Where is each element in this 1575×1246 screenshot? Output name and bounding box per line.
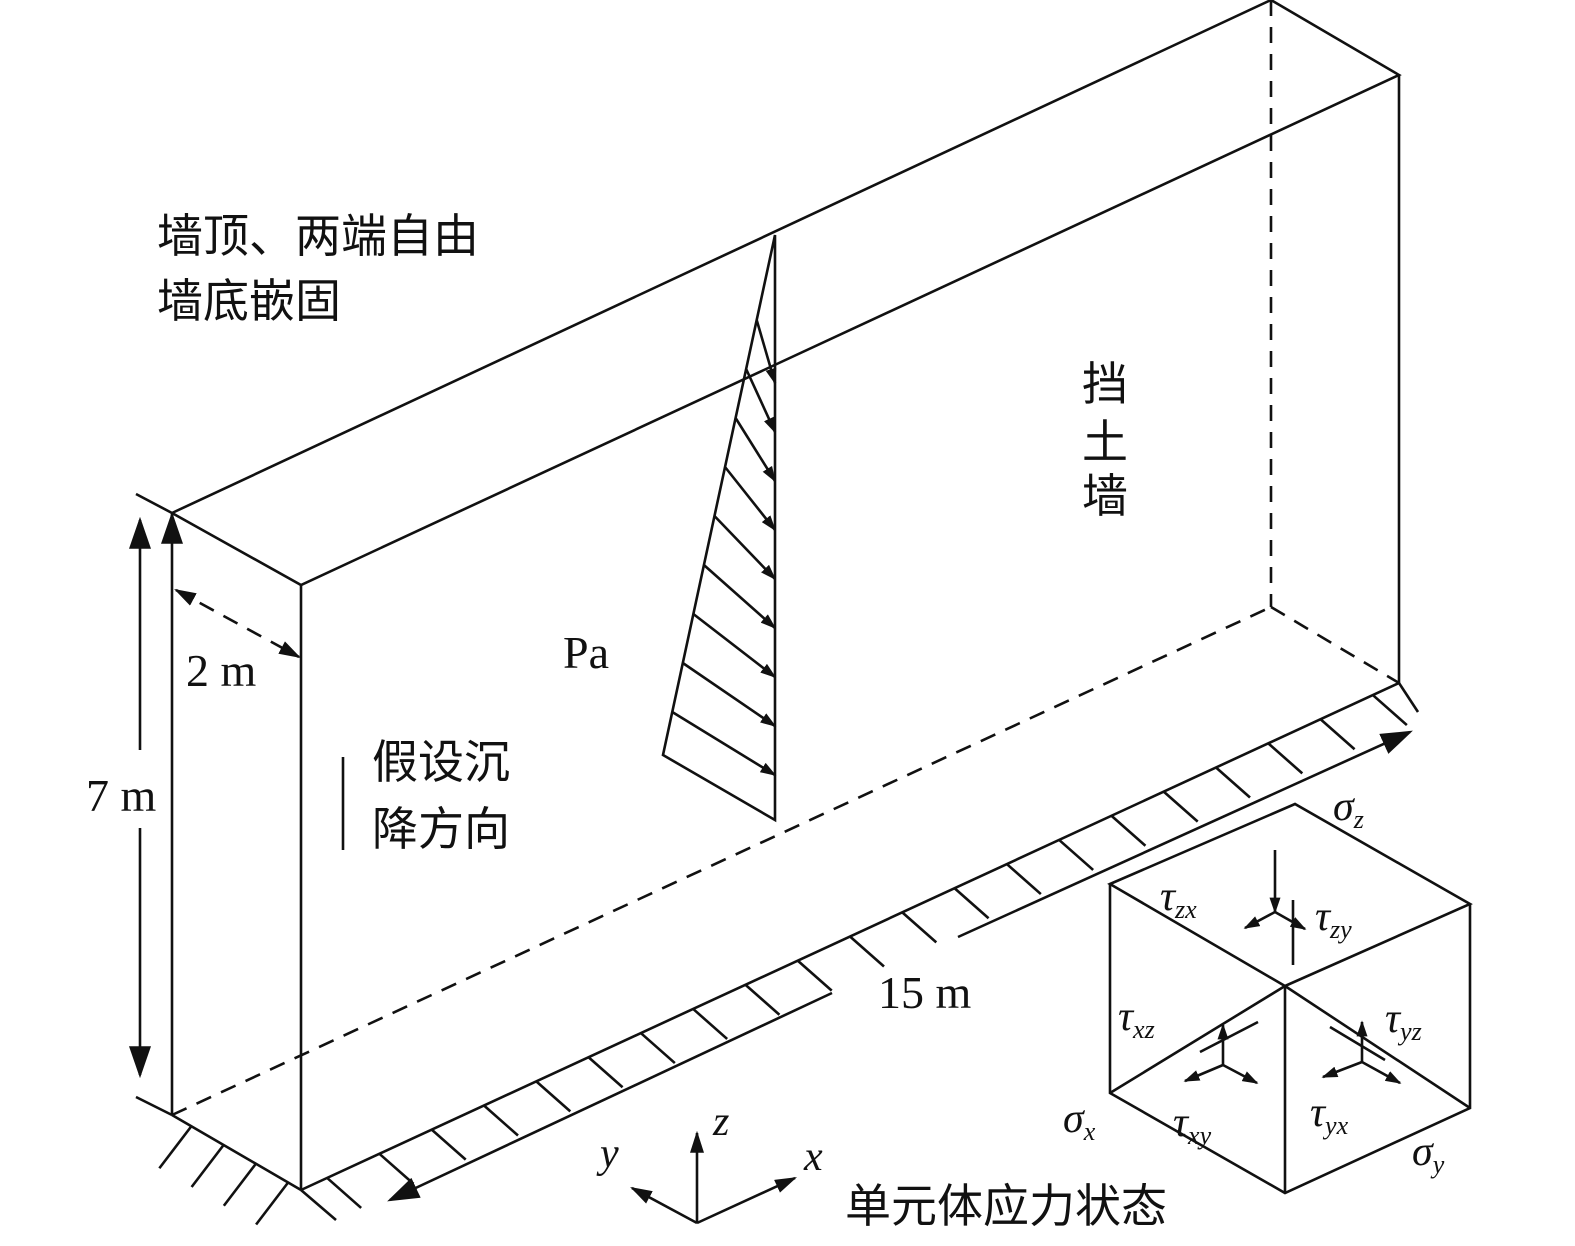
hatch-mark [901, 911, 938, 944]
pressure-arrow [755, 319, 777, 385]
hatch-mark [378, 1152, 415, 1185]
hatch-mark [1162, 790, 1199, 823]
boundary-condition-line2: 墙底嵌固 [157, 274, 341, 328]
hatch-mark [796, 959, 833, 992]
thickness-label: 2 m [186, 645, 257, 696]
sigma-x-label: σx [1063, 1096, 1096, 1146]
fixed-base-hatching [158, 694, 1408, 1226]
thickness-dimension [174, 588, 301, 659]
stress-element-cube [1107, 802, 1473, 1195]
hatch-mark [255, 1181, 290, 1226]
pressure-arrow [671, 710, 777, 777]
pressure-arrow [744, 368, 777, 434]
length-dimension-left [387, 991, 833, 1202]
tau-yz-label: τyz [1385, 996, 1422, 1046]
pressure-arrow [692, 612, 777, 679]
settlement-label-line1: 假设沉 [372, 735, 510, 789]
hatch-mark [326, 1176, 363, 1209]
hatch-mark [1215, 766, 1251, 799]
hatch-mark [158, 1125, 193, 1170]
wall-bottom-left-edge [171, 1113, 302, 1192]
sigma-y-label: σy [1412, 1129, 1445, 1179]
hatch-mark [1371, 694, 1408, 727]
pressure-arrow [703, 564, 777, 630]
x-axis-arrow [696, 1176, 797, 1225]
pressure-arrow [734, 417, 777, 483]
hatch-mark [1110, 814, 1147, 847]
sigma-z-label: σz [1333, 784, 1364, 834]
hatch-mark [587, 1056, 624, 1089]
hatch-mark [430, 1128, 467, 1161]
wall-top-face-edge [171, 0, 1402, 587]
tau-xy-label: τxy [1173, 1100, 1212, 1150]
settlement-label-line2: 降方向 [372, 802, 510, 856]
hatch-mark [953, 887, 990, 920]
hatch-mark [483, 1104, 519, 1137]
hatch-mark [190, 1144, 225, 1188]
wall-label-char2: 土 [1082, 415, 1128, 469]
hatch-mark [1058, 838, 1095, 871]
axis-z-label: z [712, 1099, 729, 1145]
wall-label-char1: 挡 [1082, 357, 1128, 411]
coordinate-axes [630, 1130, 797, 1225]
element-caption: 单元体应力状态 [845, 1179, 1167, 1233]
hatch-mark [692, 1007, 729, 1040]
wall-hidden-bottom-edge [171, 605, 1272, 1117]
hatch-mark [222, 1162, 257, 1207]
length-label: 15 m [878, 967, 972, 1018]
dimension-arrows [129, 492, 1420, 1221]
boundary-condition-line1: 墙顶、两端自由 [157, 209, 479, 263]
wall-box [170, 0, 1402, 1192]
pressure-arrow [682, 661, 777, 728]
axis-x-label: x [803, 1134, 823, 1180]
y-axis-arrow [630, 1186, 698, 1225]
pressure-arrow [713, 515, 777, 581]
hatch-mark [1319, 718, 1356, 751]
tau-xz-label: τxz [1118, 994, 1155, 1044]
length-dimension-right [957, 730, 1413, 939]
hatch-mark [744, 983, 781, 1016]
earth-pressure-distribution [661, 234, 777, 823]
pressure-label: Pa [563, 627, 609, 678]
hatch-mark [849, 935, 885, 968]
height-label: 7 m [86, 770, 157, 821]
hatch-mark [535, 1080, 572, 1113]
tau-zy-label: τzy [1315, 894, 1352, 944]
hatch-mark [1267, 742, 1304, 775]
tau-yx-label: τyx [1310, 1090, 1349, 1140]
wall-label-char3: 墙 [1082, 469, 1128, 523]
hatch-mark [639, 1032, 676, 1065]
wall-hidden-right-edge [1270, 605, 1400, 685]
pressure-arrow [724, 466, 777, 532]
axis-y-label: y [596, 1131, 619, 1177]
hatch-mark [1005, 863, 1042, 896]
tau-zx-label: τzx [1160, 874, 1197, 924]
